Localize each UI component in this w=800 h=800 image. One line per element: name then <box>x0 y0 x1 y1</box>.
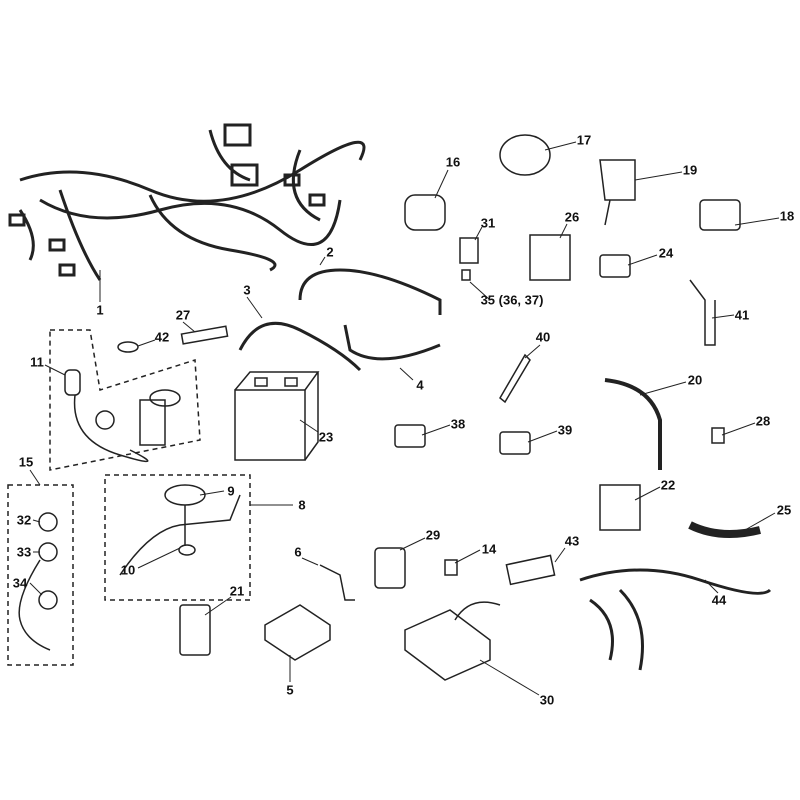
callout-40: 40 <box>535 329 551 345</box>
callout-22: 22 <box>660 477 676 493</box>
callout-15: 15 <box>18 454 34 470</box>
callout-3: 3 <box>243 282 251 298</box>
rectifier-43 <box>505 554 556 586</box>
callout-38: 38 <box>450 416 466 432</box>
group-outline-15 <box>7 484 74 666</box>
callout-24: 24 <box>658 245 674 261</box>
callout-14: 14 <box>481 541 497 557</box>
group-outline-8 <box>104 474 251 601</box>
callout-10: 10 <box>120 562 136 578</box>
callout-30: 30 <box>539 692 555 708</box>
callout-33: 33 <box>16 544 32 560</box>
callout-29: 29 <box>425 527 441 543</box>
group-outline-11 <box>49 329 201 471</box>
spark-plug-lead-20 <box>604 378 662 470</box>
callout-5: 5 <box>286 682 294 698</box>
callout-31: 31 <box>480 215 496 231</box>
callout-21: 21 <box>229 583 245 599</box>
battery-cable-3 <box>238 321 362 372</box>
spark-plug-cap-41 <box>689 279 716 346</box>
callout-34: 34 <box>12 575 28 591</box>
strap-25 <box>688 521 761 538</box>
callout-9: 9 <box>227 483 235 499</box>
callout-2: 2 <box>326 244 334 260</box>
coil-22 <box>599 484 641 531</box>
cdi-unit-5 <box>264 604 331 661</box>
callout-11: 11 <box>30 354 44 370</box>
control-unit-30 <box>404 601 501 681</box>
horn-16 <box>404 194 446 231</box>
callout-8: 8 <box>298 497 306 513</box>
battery-cable-4 <box>343 324 441 361</box>
relay-38 <box>394 424 426 448</box>
callout-26: 26 <box>564 209 580 225</box>
battery-cable-2 <box>298 268 442 315</box>
callout-27: 27 <box>175 307 191 323</box>
callout-32: 32 <box>16 512 32 528</box>
horn-17 <box>499 134 551 176</box>
main-wiring-harness <box>8 123 366 281</box>
sensor-6 <box>319 564 355 601</box>
relay-31 <box>459 237 479 264</box>
callout-19: 19 <box>682 162 698 178</box>
callout-23: 23 <box>318 429 334 445</box>
relay-39 <box>499 431 531 455</box>
sub-wiring-harness <box>579 568 772 671</box>
battery <box>234 371 320 461</box>
callout-17: 17 <box>576 132 592 148</box>
callout-4: 4 <box>416 377 424 393</box>
fuel-sender <box>119 484 241 576</box>
callout-35: 35 (36, 37) <box>480 292 544 308</box>
ignition-coil-29 <box>374 547 406 589</box>
fuse-strip <box>180 325 229 345</box>
callout-25: 25 <box>776 502 792 518</box>
callout-1: 1 <box>96 302 104 318</box>
callout-28: 28 <box>755 413 771 429</box>
regulator-26 <box>529 234 571 281</box>
relay-24 <box>599 254 631 278</box>
callout-20: 20 <box>687 372 703 388</box>
callout-16: 16 <box>445 154 461 170</box>
flasher-18 <box>699 199 741 231</box>
switch-28 <box>711 427 725 444</box>
leader-lines <box>29 141 780 696</box>
ignition-switch <box>64 369 181 463</box>
callout-44: 44 <box>711 592 727 608</box>
callout-43: 43 <box>564 533 580 549</box>
key <box>117 341 139 353</box>
strip-40 <box>499 353 531 404</box>
callout-18: 18 <box>779 208 795 224</box>
fuse-35 <box>461 269 471 281</box>
starter-relay-19 <box>599 159 636 226</box>
callout-42: 42 <box>154 329 170 345</box>
callout-39: 39 <box>557 422 573 438</box>
switch-14 <box>444 559 458 576</box>
callout-41: 41 <box>734 307 750 323</box>
relay-21 <box>179 604 211 656</box>
callout-6: 6 <box>294 544 302 560</box>
